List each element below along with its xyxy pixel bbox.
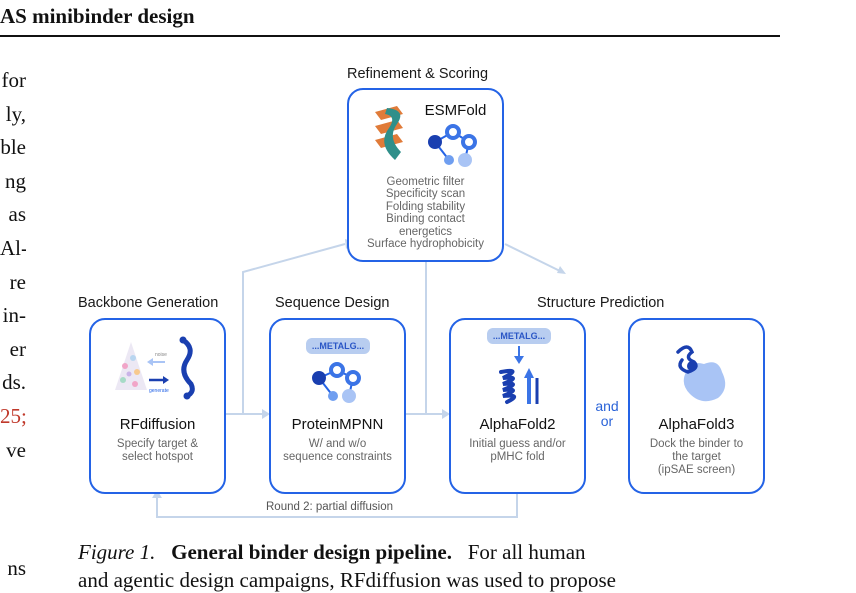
left-column-text: for ly, ble ng as Al- re in- er ds. 25; … bbox=[0, 64, 26, 467]
proteinmpnn-desc: W/ and w/o sequence constraints bbox=[283, 438, 392, 463]
left-line: ve bbox=[6, 437, 26, 462]
left-line: re bbox=[9, 269, 26, 294]
filter-item: Specificity scan bbox=[385, 188, 466, 201]
left-line: as bbox=[8, 202, 27, 227]
rfdiffusion-name: RFdiffusion bbox=[119, 416, 196, 433]
alphafold2-name: AlphaFold2 bbox=[479, 416, 556, 433]
sequence-chip: ...METALG... bbox=[306, 338, 370, 354]
binder-target-icon bbox=[676, 345, 726, 402]
and-or-label: and or bbox=[595, 398, 619, 429]
sequence-chip: ...METALG... bbox=[487, 328, 551, 344]
left-line: for bbox=[1, 68, 27, 92]
left-line: ns bbox=[7, 556, 26, 580]
alphafold3-name: AlphaFold3 bbox=[658, 416, 735, 433]
left-line: Al- bbox=[0, 235, 26, 260]
noise-label: noise bbox=[155, 352, 167, 358]
diffusion-icon: noise generate bbox=[115, 336, 195, 400]
helix-icon bbox=[375, 106, 403, 160]
alphafold3-desc: Dock the binder to the target (ipSAE scr… bbox=[649, 438, 744, 476]
figure-caption: Figure 1. General binder design pipeline… bbox=[78, 540, 586, 565]
left-line: ds. bbox=[2, 370, 26, 395]
rfdiffusion-desc: Specify target & select hotspot bbox=[116, 438, 199, 463]
molecule-graph-icon bbox=[428, 124, 477, 167]
left-line: ly, bbox=[5, 101, 26, 126]
protein-fold-icon bbox=[499, 346, 539, 404]
proteinmpnn-name: ProteinMPNN bbox=[291, 416, 384, 433]
refinement-scoring-label: Refinement & Scoring bbox=[347, 66, 489, 82]
backbone-generation-label: Backbone Generation bbox=[78, 295, 219, 311]
esmfold-box: ESMFold Geometric filter Specificity sca… bbox=[347, 88, 504, 262]
figure-label: Figure 1. bbox=[78, 540, 156, 564]
caption-text: For all human bbox=[467, 540, 586, 564]
left-line: ble bbox=[0, 135, 26, 160]
alphafold2-desc: Initial guess and/or pMHC fold bbox=[469, 438, 566, 463]
left-line-citation-link[interactable]: 25; bbox=[0, 403, 26, 428]
filter-item: Geometric filter bbox=[386, 176, 465, 188]
round2-label: Round 2: partial diffusion bbox=[266, 501, 394, 513]
left-line: ng bbox=[5, 168, 26, 193]
esmfold-filters: Geometric filter Specificity scan Foldin… bbox=[349, 176, 502, 250]
rfdiffusion-box: noise generate RFdiffusion Specify targe… bbox=[89, 318, 226, 494]
molecule-graph-icon bbox=[312, 362, 361, 403]
sequence-design-label: Sequence Design bbox=[275, 295, 390, 311]
heading-rule bbox=[0, 35, 780, 37]
figure-title: General binder design pipeline. bbox=[171, 540, 452, 564]
filter-item: Surface hydrophobicity bbox=[367, 238, 484, 251]
generate-label: generate bbox=[149, 388, 169, 394]
filter-item: energetics bbox=[398, 225, 453, 238]
left-line: er bbox=[9, 336, 26, 361]
filter-item: Binding contact bbox=[386, 213, 465, 226]
left-line: in- bbox=[2, 303, 26, 328]
alphafold2-box: ...METALG... AlphaFold2 Initial guess an… bbox=[449, 318, 586, 494]
alphafold3-box: AlphaFold3 Dock the binder to the target… bbox=[628, 318, 765, 494]
filter-item: Folding stability bbox=[385, 200, 466, 213]
esmfold-name: ESMFold bbox=[424, 102, 487, 119]
caption-line-2: and agentic design campaigns, RFdiffusio… bbox=[78, 568, 616, 592]
structure-prediction-label: Structure Prediction bbox=[537, 295, 665, 311]
proteinmpnn-box: ...METALG... ProteinMPNN W/ and w/o sequ… bbox=[269, 318, 406, 494]
section-heading: AS minibinder design bbox=[0, 4, 195, 28]
